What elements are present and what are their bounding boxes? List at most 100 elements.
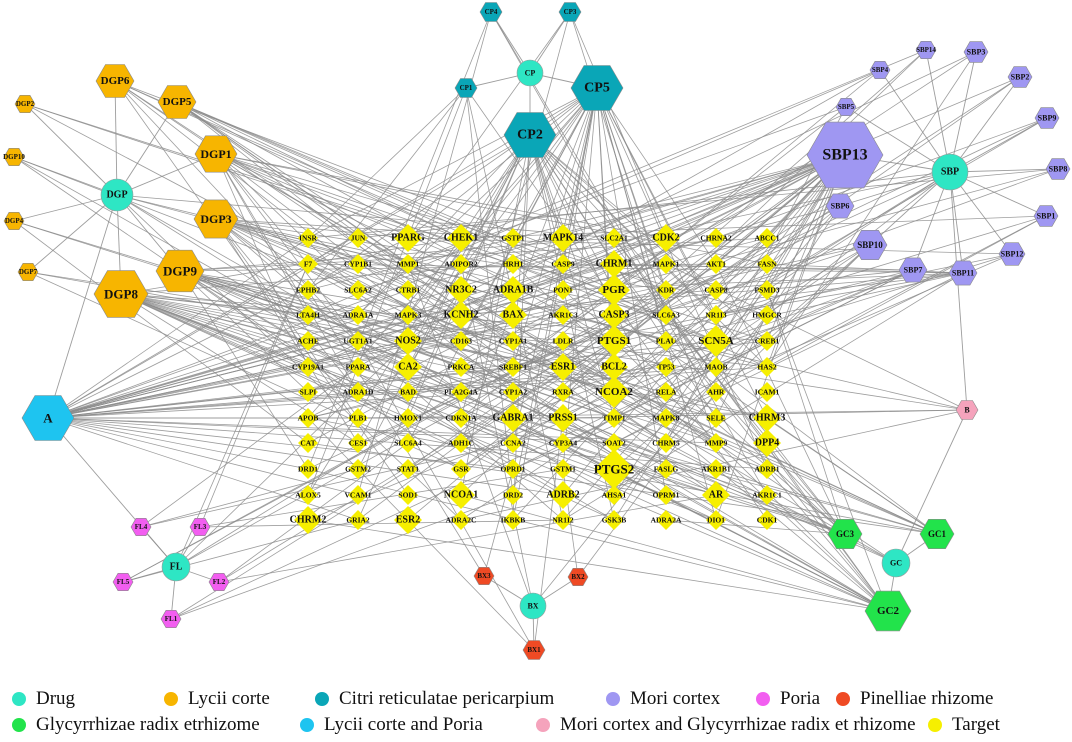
node-label-adra2c: ADRA2C <box>446 516 477 525</box>
node-label-sbp5: SBP5 <box>838 103 855 111</box>
node-shape-faslg <box>656 459 676 479</box>
edge-dgp5-chrm5 <box>176 101 667 444</box>
edge-sbp5-mmp1 <box>407 106 847 265</box>
node-label-cat: CAT <box>300 439 315 448</box>
edge-dgp5-ncoa2 <box>176 101 615 393</box>
node-shape-cat <box>298 433 318 453</box>
edge-dgp1-lta4h <box>215 153 309 316</box>
node-shape-dgp4 <box>3 212 25 230</box>
edge-dgp5-chek1 <box>176 101 462 239</box>
node-fl3: FL3 <box>189 517 211 537</box>
node-shape-ar <box>702 481 730 509</box>
node-ache: ACHE <box>297 331 319 351</box>
node-b: B <box>955 400 979 420</box>
node-akr1c1: AKR1C1 <box>752 485 782 505</box>
node-label-bx2: BX2 <box>571 573 585 581</box>
node-shape-alox5 <box>298 485 318 505</box>
node-label-gstm2: GSTM2 <box>345 465 371 474</box>
node-sbp13: SBP13 <box>806 121 884 189</box>
node-shape-vcam1 <box>348 485 368 505</box>
edge-sbp11-f7 <box>307 263 964 274</box>
node-label-nr1i2: NR1I2 <box>552 516 574 525</box>
legend-item-citri: Citri reticulatae pericarpium <box>315 687 554 711</box>
node-cp4: CP4 <box>479 2 503 22</box>
node-label-sele: SELE <box>706 414 725 423</box>
node-lta4h: LTA4H <box>296 305 320 325</box>
node-psmd3: PSMD3 <box>755 280 780 300</box>
edge-cp5-oprm1 <box>596 87 667 496</box>
node-label-sbp13: SBP13 <box>822 147 867 164</box>
edge-dgp3-ces1 <box>215 218 359 444</box>
node-adra1d: ADRA1D <box>343 382 374 402</box>
edge-dgp6-kcnh2 <box>114 80 462 316</box>
edge-cp5-mapk3 <box>407 87 598 316</box>
node-label-slc2a1: SLC2A1 <box>600 234 628 243</box>
node-shape-mmp9 <box>706 433 726 453</box>
node-gc2: GC2 <box>864 590 912 632</box>
node-shape-gstp1 <box>503 228 523 248</box>
node-fl4: FL4 <box>130 517 152 537</box>
node-shape-ptgs2 <box>594 449 634 489</box>
node-cdkn1a: CDKN1A <box>445 408 477 428</box>
edge-b-sbp <box>949 171 968 411</box>
node-shape-sbp11 <box>948 260 978 286</box>
node-label-scn5a: SCN5A <box>698 335 734 347</box>
edge-fl5-gria2 <box>122 519 359 583</box>
node-label-bx: BX <box>527 602 538 611</box>
node-gria2: GRIA2 <box>346 510 370 530</box>
edge-dgp3-mmp9 <box>215 218 717 444</box>
node-shape-mapk1 <box>656 254 676 274</box>
edge-fl1-ptgs1 <box>170 340 615 620</box>
legend-swatch-drug <box>12 692 26 706</box>
node-label-dgp7: DGP7 <box>19 268 38 276</box>
node-label-ptgs2: PTGS2 <box>594 462 634 477</box>
node-shape-akr1b1 <box>706 459 726 479</box>
node-label-f7: F7 <box>304 260 313 269</box>
node-ikbkb: IKBKB <box>501 510 525 530</box>
edge-sbp9-drd1 <box>307 117 1048 470</box>
node-label-sod1: SOD1 <box>398 491 417 500</box>
edge-sbp13-cat <box>307 154 846 444</box>
node-shape-sbp14 <box>915 40 937 60</box>
node-shape-akr1c3 <box>553 305 573 325</box>
node-label-drd2: DRD2 <box>503 491 523 500</box>
node-label-mmp1: MMP1 <box>397 260 420 269</box>
edge-dgp9-prkca <box>179 270 462 368</box>
node-label-fl1: FL1 <box>165 615 178 623</box>
edge-dgp5-pgr <box>176 101 615 291</box>
node-label-adh1c: ADH1C <box>448 439 474 448</box>
edge-cp2-srebf1 <box>512 134 531 368</box>
node-gabra1: GABRA1 <box>492 404 534 432</box>
edge-cp5-adra1a <box>357 87 598 316</box>
edge-fl2-ar <box>218 494 717 583</box>
node-shape-gc1 <box>919 518 955 550</box>
node-label-esr1: ESR1 <box>551 362 575 373</box>
edge-fl2-ptgs1 <box>218 340 615 583</box>
node-esr2: ESR2 <box>394 506 422 534</box>
node-label-cp: CP <box>525 69 536 78</box>
edge-sbp4-lta4h <box>307 69 881 316</box>
legend-item-mori-cortex: Mori cortex <box>606 687 720 711</box>
node-label-pparg: PPARG <box>391 233 425 244</box>
node-label-vcam1: VCAM1 <box>344 491 371 500</box>
node-label-rela: RELA <box>656 388 677 397</box>
node-shape-dpp4 <box>753 429 781 457</box>
node-hmgcr: HMGCR <box>752 305 782 325</box>
node-shape-adra1a <box>348 305 368 325</box>
node-casp3: CASP3 <box>598 301 630 329</box>
edge-sbp11-nos2 <box>407 272 964 342</box>
node-slc6a4: SLC6A4 <box>394 433 422 453</box>
node-cp1: CP1 <box>454 78 478 98</box>
node-timp1: TIMP1 <box>602 408 626 428</box>
node-chrm5: CHRM5 <box>652 433 680 453</box>
node-label-hmgcr: HMGCR <box>752 311 782 320</box>
node-shape-fl1 <box>160 609 182 629</box>
node-shape-sbp10 <box>852 230 888 261</box>
edge-cp5-gstm1 <box>562 87 598 470</box>
edge-sbp9-plau <box>665 117 1048 342</box>
edge-dgp3-kdr <box>215 218 667 291</box>
node-shape-drd2 <box>503 485 523 505</box>
node-dio1: DIO1 <box>706 510 726 530</box>
edge-dgp2-creb1 <box>24 103 768 342</box>
node-shape-adra2c <box>451 510 471 530</box>
